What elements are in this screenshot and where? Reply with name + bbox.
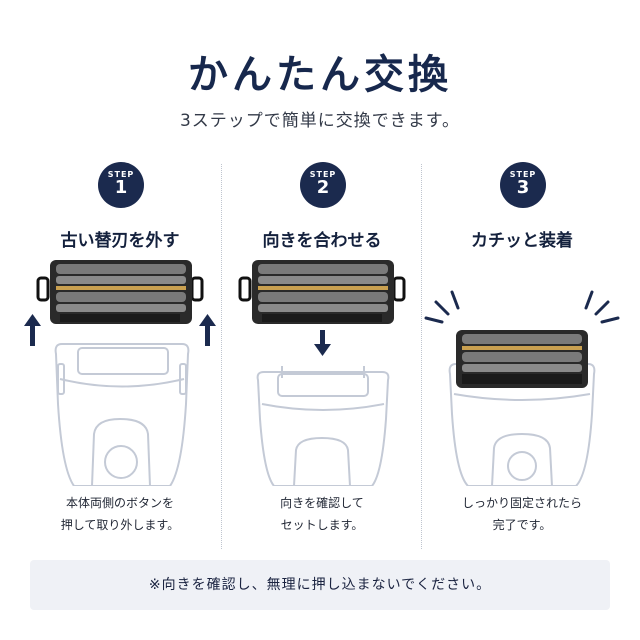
column-divider [421, 164, 422, 549]
blade-cassette [36, 260, 204, 324]
step-title: カチッと装着 [471, 231, 573, 251]
step-badge: STEP 3 [500, 162, 546, 208]
step-description: しっかり固定されたら 完了です。 [461, 496, 582, 532]
step-3: STEP 3 カチッと装着 [422, 150, 622, 550]
click-burst-icon [424, 290, 460, 324]
step-title: 古い替刃を外す [60, 231, 180, 251]
step-label: STEP [309, 170, 337, 179]
step-number: 1 [114, 177, 128, 198]
shaver-body [256, 366, 390, 486]
steps-section: STEP 1 古い替刃を外す [0, 150, 640, 550]
arrow-up-icon [199, 314, 216, 346]
step-label: STEP [107, 170, 135, 179]
step-label: STEP [509, 170, 537, 179]
shaver-body [54, 343, 190, 486]
shaver-body [448, 363, 596, 486]
step-badge: STEP 1 [98, 162, 144, 208]
arrow-down-icon [314, 330, 331, 356]
arrow-up-icon [24, 314, 41, 346]
step-number: 3 [516, 177, 530, 198]
caution-note: ※向きを確認し、無理に押し込まないでください。 [30, 560, 610, 610]
step-1: STEP 1 古い替刃を外す [20, 150, 220, 550]
page-title: かんたん交換 [188, 52, 452, 98]
blade-cassette [456, 330, 588, 388]
step-number: 2 [316, 177, 330, 198]
remove-blade-illustration [24, 260, 216, 486]
attach-blade-illustration [424, 290, 620, 486]
step-description: 向きを確認して セットします。 [280, 496, 364, 532]
align-blade-illustration [238, 260, 406, 486]
column-divider [221, 164, 222, 549]
step-badge: STEP 2 [300, 162, 346, 208]
step-2: STEP 2 向きを合わせる [222, 150, 422, 550]
blade-cassette [238, 260, 406, 324]
step-description: 本体両側のボタンを 押して取り外します。 [60, 496, 180, 532]
click-burst-icon [584, 290, 620, 324]
page-subtitle: 3ステップで簡単に交換できます。 [179, 111, 461, 131]
step-title: 向きを合わせる [262, 231, 382, 251]
